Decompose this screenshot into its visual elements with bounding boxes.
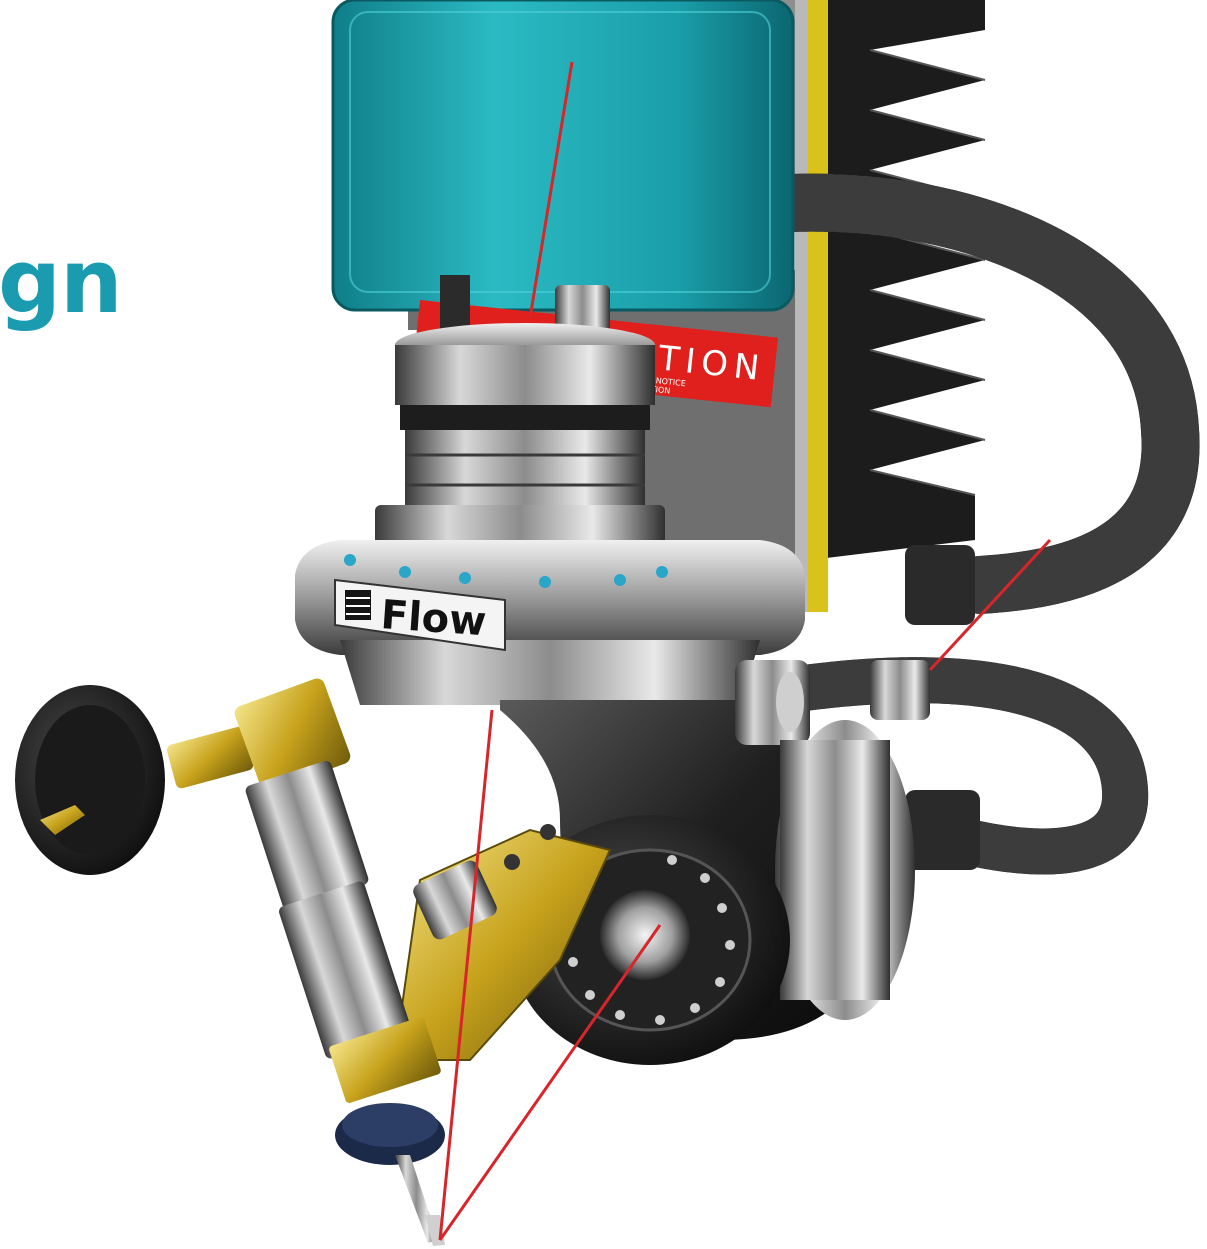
nozzle-bracket	[398, 824, 612, 1061]
brand-plate-text: Flow	[379, 592, 487, 645]
heading-fragment: gn	[0, 230, 123, 333]
hydraulic-hose	[691, 173, 1200, 875]
bellows-cover	[805, 0, 986, 560]
annotation-lines	[438, 61, 1052, 1241]
brand-plate: Flow	[334, 578, 506, 652]
gauge-arm	[15, 678, 351, 875]
spindle-stack	[375, 323, 665, 545]
rotary-drum	[775, 720, 915, 1020]
flow-logo-icon	[345, 590, 371, 620]
nozzle-body	[245, 760, 445, 1246]
motor-housing	[331, 0, 795, 312]
